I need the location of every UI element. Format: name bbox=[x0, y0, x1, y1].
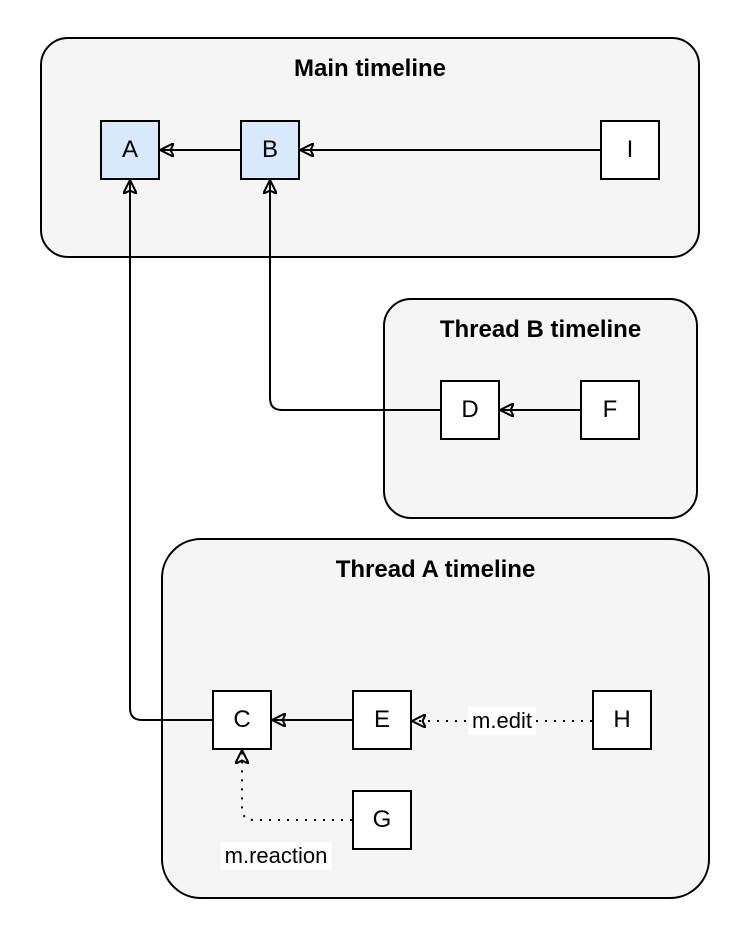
edge-label-m-edit: m.edit bbox=[468, 707, 536, 735]
node-A: A bbox=[100, 120, 160, 180]
node-F: F bbox=[580, 380, 640, 440]
container-thread-a-timeline-title: Thread A timeline bbox=[335, 556, 536, 583]
node-G: G bbox=[352, 790, 412, 850]
node-H: H bbox=[592, 690, 652, 750]
node-E: E bbox=[352, 690, 412, 750]
edge-label-m-reaction: m.reaction bbox=[220, 842, 332, 870]
node-I: I bbox=[600, 120, 660, 180]
node-D: D bbox=[440, 380, 500, 440]
container-thread-b-timeline: Thread B timeline bbox=[383, 298, 698, 519]
node-B: B bbox=[240, 120, 300, 180]
node-C: C bbox=[212, 690, 272, 750]
container-thread-b-timeline-title: Thread B timeline bbox=[439, 316, 642, 343]
container-main-timeline-title: Main timeline bbox=[293, 55, 447, 82]
